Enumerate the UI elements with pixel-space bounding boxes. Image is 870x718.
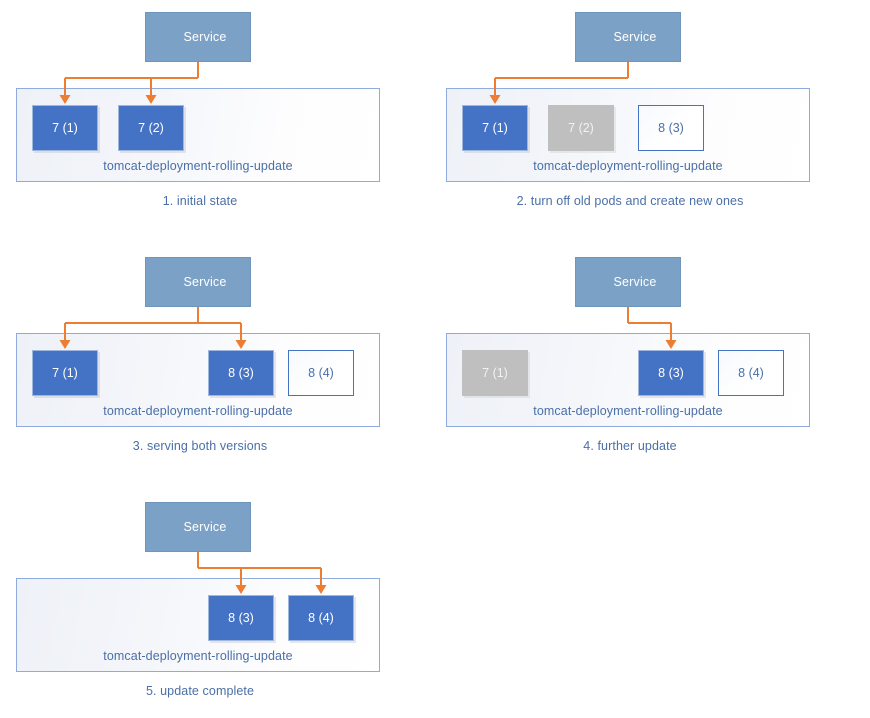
pod-label: 8 (3) xyxy=(658,121,684,135)
service-to-pod-connectors xyxy=(627,307,677,349)
panel-4: tomcat-deployment-rolling-update 7 (1) 8 (… xyxy=(430,245,830,470)
pod-terminating-slot-2: 7 (2) xyxy=(548,105,614,151)
service-to-pod-connectors xyxy=(59,62,199,104)
panel-caption: 4. further update xyxy=(583,439,677,453)
panel-3: tomcat-deployment-rolling-update 7 (1) 8 (… xyxy=(0,245,400,470)
pod-running-slot-1: 7 (1) xyxy=(32,350,98,396)
pod-label: 8 (4) xyxy=(308,611,334,625)
pod-running-slot-3: 8 (3) xyxy=(208,350,274,396)
arrowhead-icon-slot-3 xyxy=(235,585,247,594)
service-label: Service xyxy=(183,30,227,44)
service-to-pod-connectors xyxy=(489,62,629,104)
panel-caption: 5. update complete xyxy=(145,684,255,698)
pod-label: 8 (3) xyxy=(228,366,254,380)
deployment-label: tomcat-deployment-rolling-update xyxy=(103,404,293,418)
service-to-pod-connectors xyxy=(197,552,327,594)
arrowhead-icon-slot-4 xyxy=(315,585,327,594)
panel-5: tomcat-deployment-rolling-update 8 (3) 8 (… xyxy=(0,490,400,715)
panel-caption: 3. serving both versions xyxy=(132,439,268,453)
pod-label: 7 (1) xyxy=(482,121,508,135)
service-box: Service xyxy=(575,257,681,307)
pod-pending-slot-4: 8 (4) xyxy=(288,350,354,396)
panel-caption: 2. turn off old pods and create new ones xyxy=(516,194,744,208)
service-box: Service xyxy=(145,257,251,307)
pod-label: 8 (3) xyxy=(228,611,254,625)
panel-2: tomcat-deployment-rolling-update 7 (1) 7 (… xyxy=(430,0,830,225)
pod-pending-slot-4: 8 (4) xyxy=(718,350,784,396)
panel-caption: 1. initial state xyxy=(162,194,238,208)
arrowhead-icon-slot-1 xyxy=(59,95,71,104)
deployment-label: tomcat-deployment-rolling-update xyxy=(533,159,723,173)
service-label: Service xyxy=(183,275,227,289)
pod-terminating-slot-1: 7 (1) xyxy=(462,350,528,396)
pod-running-slot-1: 7 (1) xyxy=(462,105,528,151)
pod-running-slot-3: 8 (3) xyxy=(208,595,274,641)
arrowhead-icon-slot-1 xyxy=(59,340,71,349)
pod-label: 7 (1) xyxy=(482,366,508,380)
arrowhead-icon-slot-1 xyxy=(489,95,501,104)
panel-1: tomcat-deployment-rolling-update 7 (1) 7 (… xyxy=(0,0,400,225)
pod-label: 8 (3) xyxy=(658,366,684,380)
pod-pending-slot-3: 8 (3) xyxy=(638,105,704,151)
service-box: Service xyxy=(575,12,681,62)
service-box: Service xyxy=(145,502,251,552)
service-label: Service xyxy=(613,30,657,44)
pod-label: 7 (1) xyxy=(52,366,78,380)
service-box: Service xyxy=(145,12,251,62)
pod-label: 7 (1) xyxy=(52,121,78,135)
deployment-label: tomcat-deployment-rolling-update xyxy=(103,159,293,173)
pod-running-slot-3: 8 (3) xyxy=(638,350,704,396)
service-label: Service xyxy=(183,520,227,534)
pod-label: 7 (2) xyxy=(568,121,594,135)
service-to-pod-connectors xyxy=(59,307,247,349)
pod-label: 8 (4) xyxy=(738,366,764,380)
pod-label: 7 (2) xyxy=(138,121,164,135)
pod-label: 8 (4) xyxy=(308,366,334,380)
deployment-label: tomcat-deployment-rolling-update xyxy=(103,649,293,663)
arrowhead-icon-slot-3 xyxy=(235,340,247,349)
deployment-label: tomcat-deployment-rolling-update xyxy=(533,404,723,418)
pod-running-slot-1: 7 (1) xyxy=(32,105,98,151)
pod-running-slot-4: 8 (4) xyxy=(288,595,354,641)
service-label: Service xyxy=(613,275,657,289)
arrowhead-icon-slot-2 xyxy=(145,95,157,104)
pod-running-slot-2: 7 (2) xyxy=(118,105,184,151)
arrowhead-icon-slot-3 xyxy=(665,340,677,349)
